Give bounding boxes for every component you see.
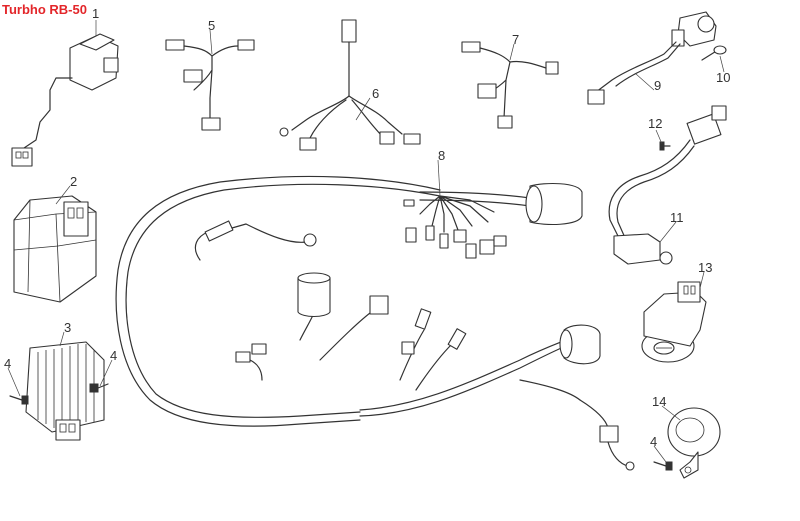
- callout-12: 12: [648, 116, 662, 131]
- callout-1: 1: [92, 6, 99, 21]
- callout-14: 14: [652, 394, 666, 409]
- callout-10: 10: [716, 70, 730, 85]
- callout-4-left: 4: [4, 356, 11, 371]
- part-7-sub-harness: [461, 41, 559, 129]
- part-4-bolt-left: [9, 395, 29, 405]
- callout-11: 11: [670, 210, 684, 225]
- callout-6: 6: [372, 86, 379, 101]
- callout-8: 8: [438, 148, 445, 163]
- callout-4-horn: 4: [650, 434, 657, 449]
- callout-4-right: 4: [110, 348, 117, 363]
- callout-3: 3: [64, 320, 71, 335]
- part-8-main-harness: [115, 175, 635, 471]
- part-14-horn: [667, 407, 721, 479]
- callout-numbers: 1 2 3 4 4 4 5 6 7 8 9 10 11 12 13 14: [4, 6, 730, 449]
- part-13-ignition-switch: [641, 281, 707, 363]
- part-4-bolt-right: [89, 383, 109, 393]
- part-5-sub-harness: [165, 39, 255, 131]
- leader-lines: [7, 20, 725, 463]
- part-10-screw: [701, 45, 727, 61]
- page-title: Turbho RB-50: [2, 2, 87, 17]
- part-4-bolt-horn: [653, 461, 673, 471]
- part-11-brake-cable: [608, 105, 727, 265]
- callout-2: 2: [70, 174, 77, 189]
- callout-5: 5: [208, 18, 215, 33]
- part-2-cdi-unit: [13, 195, 97, 303]
- callout-7: 7: [512, 32, 519, 47]
- part-1-starter-relay: [11, 33, 119, 167]
- part-9-starter-switch: [587, 11, 717, 105]
- callout-9: 9: [654, 78, 661, 93]
- part-12-screw: [659, 141, 671, 151]
- part-3-regulator: [25, 341, 105, 441]
- callout-13: 13: [698, 260, 712, 275]
- part-6-y-harness: [279, 19, 421, 151]
